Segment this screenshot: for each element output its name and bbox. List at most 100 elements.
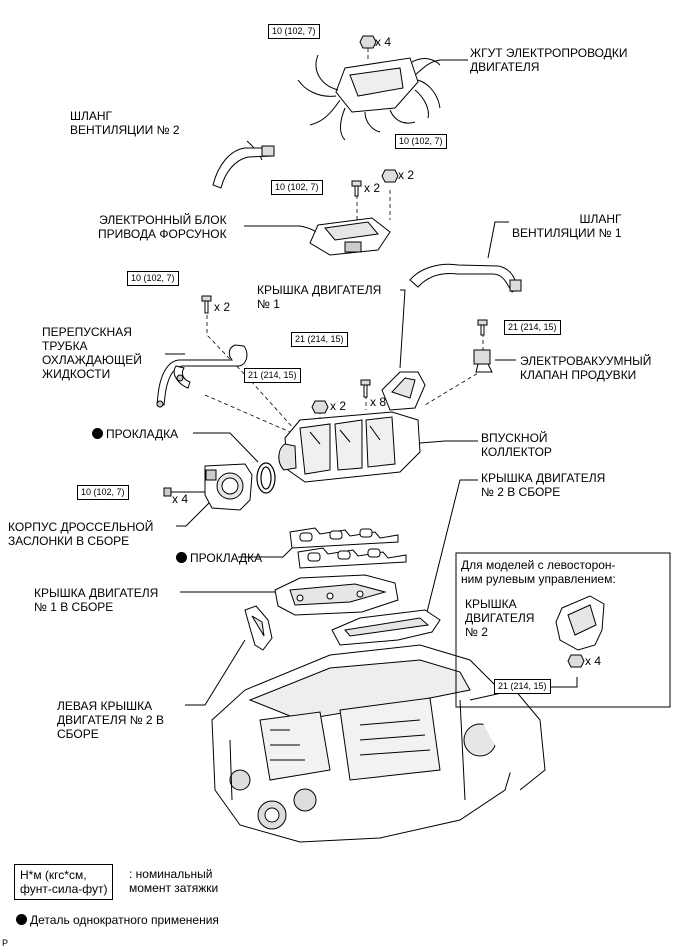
label-gasket2: ПРОКЛАДКА xyxy=(176,551,262,565)
leader-lines xyxy=(165,59,578,706)
label-intake-line1: ВПУСКНОЙ xyxy=(481,431,548,445)
nut-harness xyxy=(359,35,377,49)
count-edu-top: x 2 xyxy=(398,168,415,182)
legend-single-use-text: Деталь однократного применения xyxy=(30,913,219,927)
label-cover2-sub-line1: КРЫШКА ДВИГАТЕЛЯ xyxy=(481,471,606,485)
injector-driver-part xyxy=(309,217,391,256)
gasket-ring-part xyxy=(256,462,276,494)
count-manifold: x 2 xyxy=(330,399,347,413)
label-cover1-sub-line1: КРЫШКА ДВИГАТЕЛЯ xyxy=(34,586,159,600)
torque-box-vsv: 21 (214, 15) xyxy=(504,320,561,335)
legend-unit-line1: Н*м (кгс*см, xyxy=(20,868,87,882)
label-cover1-line2: № 1 xyxy=(257,297,280,311)
label-gasket1-text: ПРОКЛАДКА xyxy=(106,427,179,441)
label-left-cover-line1: ЛЕВАЯ КРЫШКА xyxy=(57,699,153,713)
label-bypass-line3: ОХЛАЖДАЮЩЕЙ xyxy=(42,353,142,367)
legend-unit-desc-line1: : номинальный xyxy=(129,867,213,881)
label-vent2-line2: ВЕНТИЛЯЦИИ № 2 xyxy=(70,123,180,137)
single-use-dot-icon xyxy=(92,428,103,439)
ventilation-hose-2-part xyxy=(212,145,275,189)
legend-unit-box: Н*м (кгс*см, фунт-сила-фут) xyxy=(14,864,114,900)
torque-box-edu-top: 10 (102, 7) xyxy=(395,134,447,149)
label-edu-line1: ЭЛЕКТРОННЫЙ БЛОК xyxy=(99,213,227,227)
nut-manifold xyxy=(311,400,329,414)
label-throttle-line1: КОРПУС ДРОССЕЛЬНОЙ xyxy=(8,520,154,534)
legend-single-use: Деталь однократного применения xyxy=(16,913,219,927)
torque-box-cover1: 21 (214, 15) xyxy=(291,332,348,347)
legend-unit-desc: : номинальный момент затяжки xyxy=(129,867,218,895)
inset-title-line1: Для моделей с левосторон- xyxy=(461,558,616,572)
label-intake-line2: КОЛЛЕКТОР xyxy=(481,445,552,459)
torque-box-manifold: 21 (214, 15) xyxy=(244,368,301,383)
label-vent1-line1: ШЛАНГ xyxy=(579,212,622,226)
torque-box-harness: 10 (102, 7) xyxy=(268,24,320,39)
label-cover1: КРЫШКА ДВИГАТЕЛЯ № 1 xyxy=(257,283,381,311)
label-vent1-line2: ВЕНТИЛЯЦИИ № 1 xyxy=(512,226,622,240)
label-harness: ЖГУТ ЭЛЕКТРОПРОВОДКИ ДВИГАТЕЛЯ xyxy=(470,46,627,74)
count-cover1: x 8 xyxy=(370,395,387,409)
count-inset: x 4 xyxy=(585,654,602,668)
label-bypass-line1: ПЕРЕПУСКНАЯ xyxy=(42,325,132,339)
legend-unit-line2: фунт-сила-фут) xyxy=(20,882,108,896)
single-use-dot-icon xyxy=(16,914,27,925)
engine-cover-2-sub-part xyxy=(331,609,441,646)
label-left-cover-line3: СБОРЕ xyxy=(57,727,99,741)
label-harness-line1: ЖГУТ ЭЛЕКТРОПРОВОДКИ xyxy=(470,46,628,60)
ventilation-hose-1-part xyxy=(409,263,522,293)
label-cover1-line1: КРЫШКА ДВИГАТЕЛЯ xyxy=(257,283,382,297)
throttle-body-part xyxy=(163,463,253,511)
count-bypass: x 2 xyxy=(214,300,231,314)
manifold-gaskets-part xyxy=(289,527,407,569)
inset-part-line1: КРЫШКА xyxy=(465,597,517,611)
label-vsv-line1: ЭЛЕКТРОВАКУУМНЫЙ xyxy=(520,354,652,368)
torque-box-inset: 21 (214, 15) xyxy=(494,679,551,694)
torque-box-edu-left: 10 (102, 7) xyxy=(271,180,323,195)
label-vsv: ЭЛЕКТРОВАКУУМНЫЙ КЛАПАН ПРОДУВКИ xyxy=(520,354,651,382)
engine-cover-1-part xyxy=(381,371,426,411)
label-vent1: ШЛАНГ ВЕНТИЛЯЦИИ № 1 xyxy=(512,212,622,240)
wiring-harness-part xyxy=(297,54,441,141)
engine-block-part xyxy=(211,644,546,843)
legend-unit-desc-line2: момент затяжки xyxy=(129,881,219,895)
label-edu: ЭЛЕКТРОННЫЙ БЛОК ПРИВОДА ФОРСУНОК xyxy=(98,213,227,241)
inset-part-line3: № 2 xyxy=(465,625,488,639)
label-cover1-sub: КРЫШКА ДВИГАТЕЛЯ № 1 В СБОРЕ xyxy=(34,586,158,614)
label-vent2-line1: ШЛАНГ xyxy=(70,109,113,123)
label-cover2-sub-line2: № 2 В СБОРЕ xyxy=(481,485,561,499)
engine-cover-1-sub-part xyxy=(274,574,399,616)
fasteners xyxy=(201,35,585,668)
left-cover-2-sub-part xyxy=(244,605,273,651)
inset-part-line2: ДВИГАТЕЛЯ xyxy=(465,611,535,625)
bolt-bypass xyxy=(201,295,212,314)
count-throttle: x 4 xyxy=(172,492,189,506)
vsv-part xyxy=(473,349,493,373)
count-harness: x 4 xyxy=(375,35,392,49)
label-vent2: ШЛАНГ ВЕНТИЛЯЦИИ № 2 xyxy=(70,109,180,137)
label-throttle: КОРПУС ДРОССЕЛЬНОЙ ЗАСЛОНКИ В СБОРЕ xyxy=(8,520,153,548)
label-gasket2-text: ПРОКЛАДКА xyxy=(190,551,263,565)
bolt-vsv xyxy=(477,319,488,336)
label-cover2-sub: КРЫШКА ДВИГАТЕЛЯ № 2 В СБОРЕ xyxy=(481,471,605,499)
label-throttle-line2: ЗАСЛОНКИ В СБОРЕ xyxy=(8,534,130,548)
bolt-edu-left xyxy=(351,180,362,197)
label-edu-line2: ПРИВОДА ФОРСУНОК xyxy=(98,227,227,241)
label-cover1-sub-line2: № 1 В СБОРЕ xyxy=(34,600,114,614)
label-bypass: ПЕРЕПУСКНАЯ ТРУБКА ОХЛАЖДАЮЩЕЙ ЖИДКОСТИ xyxy=(42,325,142,381)
inset-cover-2-part xyxy=(555,595,605,651)
intake-manifold-part xyxy=(278,411,421,483)
count-edu-left: x 2 xyxy=(364,181,381,195)
inset-title-line2: ним рулевым управлением: xyxy=(461,572,616,586)
inset-title: Для моделей с левосторон- ним рулевым уп… xyxy=(461,558,616,586)
nut-edu-top xyxy=(381,169,399,183)
single-use-dot-icon xyxy=(176,552,187,563)
bolt-cover1 xyxy=(360,379,371,398)
inset-frame xyxy=(455,552,671,708)
torque-box-throttle: 10 (102, 7) xyxy=(77,485,129,500)
label-gasket1: ПРОКЛАДКА xyxy=(92,427,178,441)
bypass-pipe-part xyxy=(156,344,248,408)
nut-inset xyxy=(567,654,585,668)
torque-box-bypass: 10 (102, 7) xyxy=(127,271,179,286)
inset-part-label: КРЫШКА ДВИГАТЕЛЯ № 2 xyxy=(465,597,534,639)
label-left-cover: ЛЕВАЯ КРЫШКА ДВИГАТЕЛЯ № 2 В СБОРЕ xyxy=(57,699,164,741)
